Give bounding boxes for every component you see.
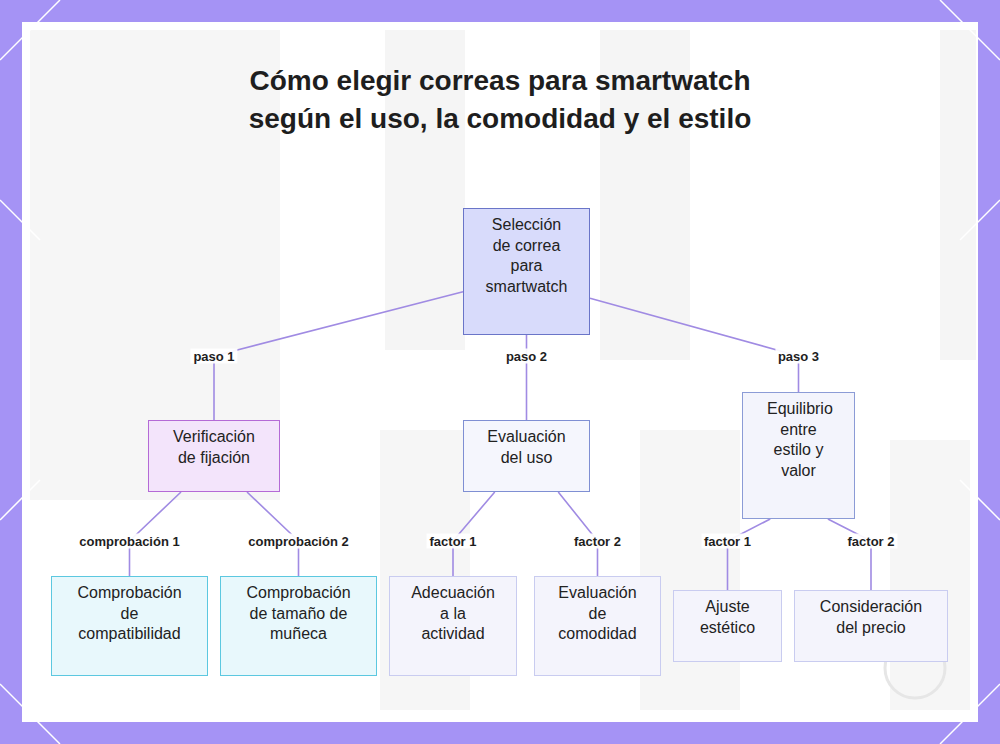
backdrop-block [890,440,970,710]
process-box: Adecuación a la actividad [389,576,517,676]
connector-line [828,519,871,590]
node-label: Adecuación a la actividad [409,583,497,645]
connector-line [728,519,771,590]
process-box: Evaluación del uso [463,420,590,492]
backdrop-block [30,30,280,500]
edge-label: factor 1 [701,534,754,549]
edge-label: comprobación 2 [245,534,351,549]
node-label: Equilibrio entre estilo y valor [767,399,830,481]
node-label: Consideración del precio [813,597,929,638]
corner-line [0,200,40,240]
edge-label: comprobación 1 [76,534,182,549]
diagram-title: Cómo elegir correas para smartwatch segú… [210,62,790,138]
edge-label: factor 2 [845,534,898,549]
process-box: Ajuste estético [673,590,782,662]
node-label: Ajuste estético [690,597,765,638]
node-label: Verificación de fijación [165,427,263,468]
node-label: Comprobación de tamaño de muñeca [239,583,358,645]
connector-line [590,298,799,392]
edge-label: paso 2 [503,349,550,364]
corner-line [940,684,1000,744]
edge-label: paso 1 [190,349,237,364]
process-box: Equilibrio entre estilo y valor [742,392,855,519]
corner-line [960,480,1000,520]
process-box: Evaluación de comodidad [534,576,661,676]
node-label: Comprobación de compatibilidad [70,583,189,645]
edge-label: factor 2 [571,534,624,549]
connector-line [214,292,463,420]
process-box: Comprobación de tamaño de muñeca [220,576,377,676]
node-label: Evaluación del uso [480,427,573,468]
corner-line [960,200,1000,240]
corner-line [940,0,1000,60]
edge-label: paso 3 [775,349,822,364]
backdrop-block [940,30,976,360]
process-box: Consideración del precio [794,590,948,662]
process-box: Selección de correa para smartwatch [463,208,590,335]
corner-line [0,480,40,520]
corner-line [0,0,60,60]
node-label: Selección de correa para smartwatch [482,215,571,297]
blurred-backdrop [30,30,976,710]
corner-line [0,684,60,744]
process-box: Verificación de fijación [148,420,280,492]
node-label: Evaluación de comodidad [554,583,641,645]
process-box: Comprobación de compatibilidad [51,576,208,676]
white-panel [22,22,978,722]
edge-label: factor 1 [427,534,480,549]
